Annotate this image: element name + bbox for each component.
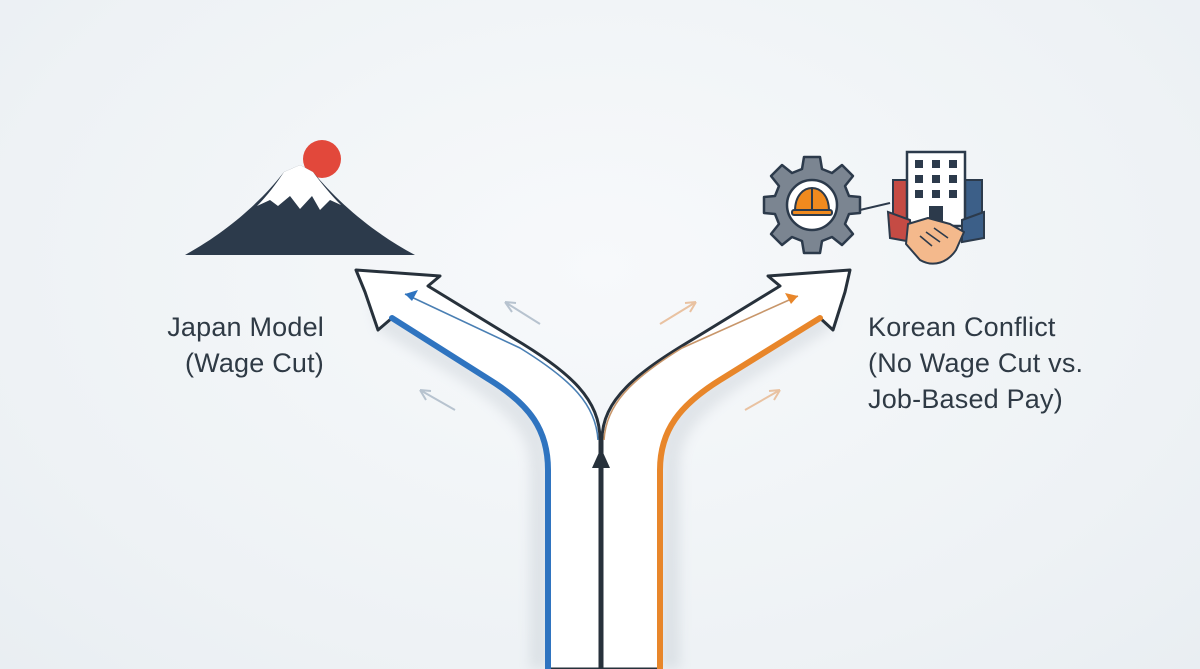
hard-hat-icon [791,186,833,216]
mount-fuji-icon [185,140,415,255]
handshake-icon [886,210,985,265]
right-orange-rail [657,315,823,669]
korea-label-line-2: (No Wage Cut vs. [868,348,1084,378]
left-thin-guide [404,293,599,441]
right-branch-arrow [600,268,852,669]
sun-icon [303,140,341,178]
korea-label-line-3: Job-Based Pay) [868,384,1063,414]
japan-label-line-1: Japan Model [167,312,324,342]
gear-with-hard-hat-icon [762,155,891,255]
right-thin-guide [603,295,799,441]
japan-model-label: Japan Model (Wage Cut) [146,309,324,381]
left-blue-rail [389,315,551,669]
center-stem [592,448,610,669]
korean-conflict-label: Korean Conflict (No Wage Cut vs. Job-Bas… [868,309,1083,417]
left-branch-arrow [354,268,602,669]
motion-hint-arrows [419,301,781,411]
korea-label-line-1: Korean Conflict [868,312,1056,342]
office-building-icon [892,150,983,228]
japan-label-line-2: (Wage Cut) [184,348,324,378]
